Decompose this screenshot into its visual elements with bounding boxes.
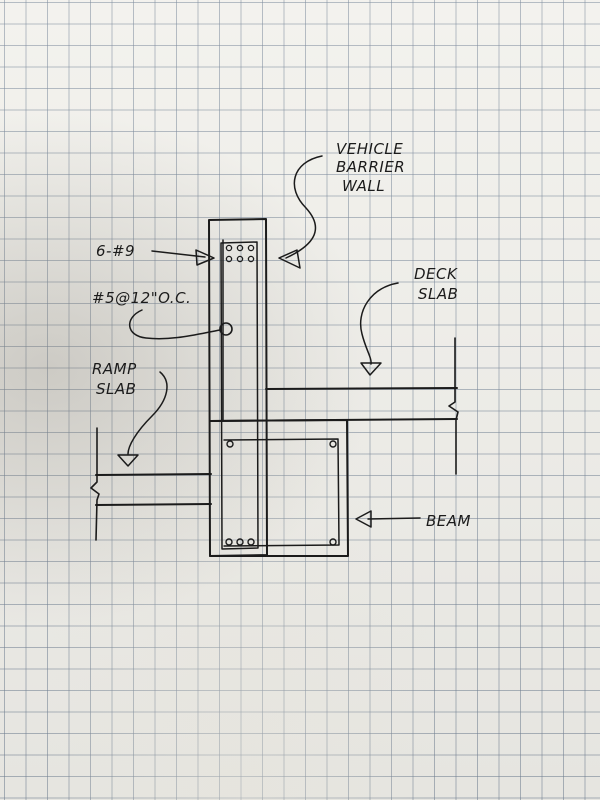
label-vehicle-line2: BARRIER <box>336 158 405 176</box>
label-top-bars: 6-#9 <box>96 242 135 260</box>
leader-barrier-wall <box>278 155 323 269</box>
leader-vertical-bar <box>129 309 221 340</box>
beam <box>209 419 349 557</box>
label-vehicle-line3: WALL <box>342 177 385 195</box>
label-ramp-line2: SLAB <box>96 380 136 398</box>
label-beam: BEAM <box>426 512 471 530</box>
label-ramp-line1: RAMP <box>92 360 137 378</box>
leader-top-bars <box>151 249 215 266</box>
leader-beam <box>355 510 421 528</box>
top-rebar-circles <box>225 244 255 263</box>
label-deck-line2: SLAB <box>418 285 458 303</box>
barrier-wall <box>208 218 268 557</box>
label-deck-line1: DECK <box>414 265 458 283</box>
vertical-bar-circle <box>219 322 233 336</box>
ramp-slab <box>90 427 212 541</box>
label-vertical-bars: #5@12"O.C. <box>92 289 191 307</box>
label-vehicle-line1: VEHICLE <box>336 140 403 158</box>
leader-ramp-slab <box>117 371 168 467</box>
leader-deck-slab <box>359 282 399 376</box>
deck-slab <box>210 337 459 475</box>
